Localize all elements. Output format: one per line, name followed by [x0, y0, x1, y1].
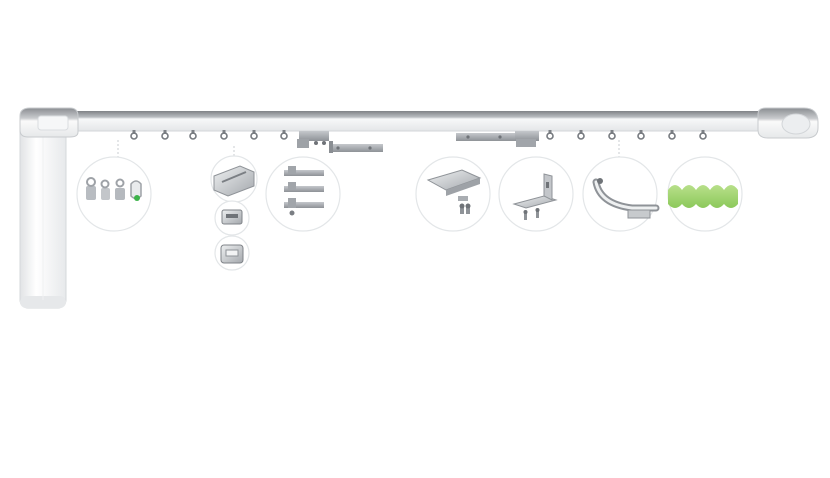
callout-ceiling-brackets	[265, 156, 341, 232]
callout-track-end	[214, 235, 250, 271]
track-end-icon	[220, 244, 244, 264]
track-runner	[637, 130, 645, 140]
track-runner	[608, 130, 616, 140]
ceiling-plate-icon	[426, 169, 482, 214]
mounting-bracket-left	[297, 131, 383, 153]
curtain-track-rail	[70, 111, 770, 132]
wall-bracket-icon	[512, 173, 558, 220]
callout-wave-tape	[667, 156, 743, 232]
bracket-set-icon	[284, 166, 324, 216]
curtain-motor	[19, 117, 67, 309]
track-runner	[220, 130, 228, 140]
track-runner	[280, 130, 288, 140]
track-runner	[668, 130, 676, 140]
curved-track-icon	[592, 178, 660, 219]
callout-runner-hooks	[76, 156, 152, 232]
track-runner	[577, 130, 585, 140]
wave-tape-icon	[668, 185, 738, 208]
track-runner	[161, 130, 169, 140]
track-runner	[546, 130, 554, 140]
track-runner	[130, 130, 138, 140]
track-end-cap	[757, 107, 819, 139]
track-profile-icon	[213, 165, 255, 197]
callout-wall-bracket	[498, 156, 574, 232]
callout-ceiling-plate	[415, 156, 491, 232]
track-runner	[699, 130, 707, 140]
track-runners	[130, 130, 707, 140]
motor-head-cap	[19, 107, 79, 138]
callout-track-profile	[210, 155, 258, 203]
mounting-bracket-right	[456, 131, 539, 147]
callout-track-joiner	[214, 200, 250, 236]
track-runner	[189, 130, 197, 140]
hook-set-icon	[86, 177, 142, 201]
joiner-icon	[221, 209, 243, 225]
track-runner	[250, 130, 258, 140]
callout-curved-track	[582, 156, 660, 232]
